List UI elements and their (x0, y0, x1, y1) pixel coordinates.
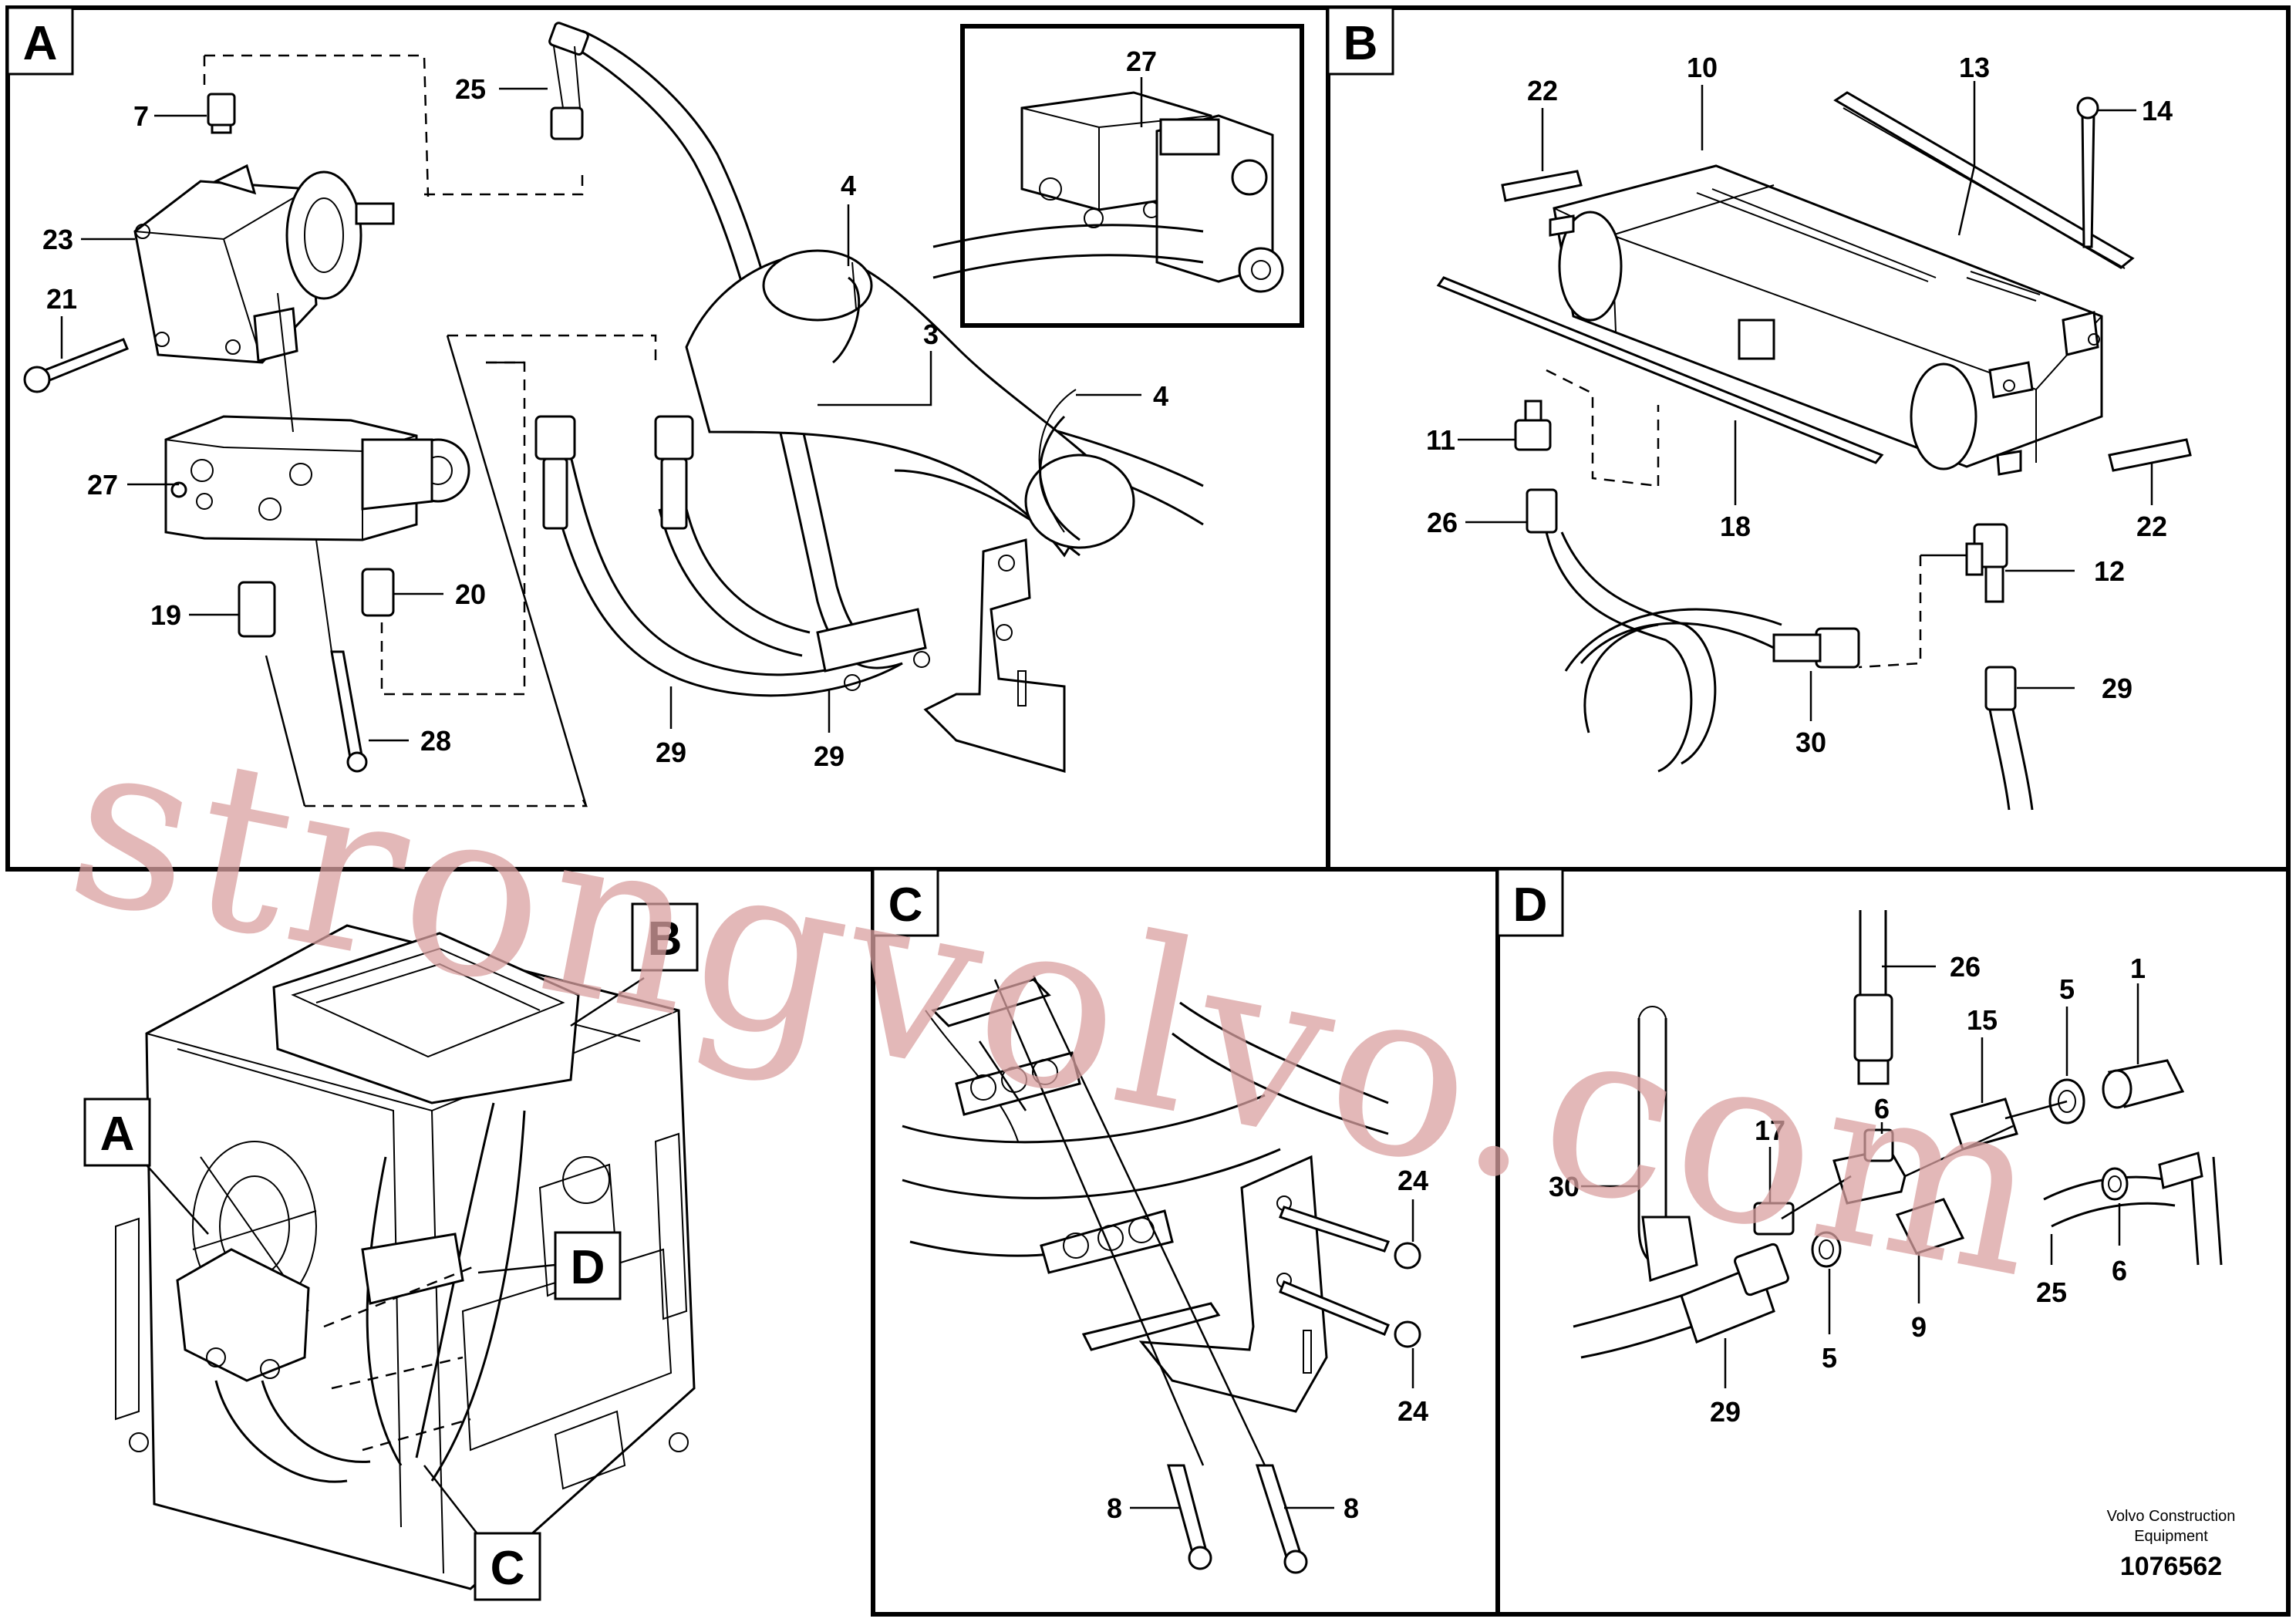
footer-line2: Equipment (2134, 1528, 2208, 1545)
overview-tag-d[interactable]: D (554, 1231, 622, 1300)
callout-b-18: 18 (1720, 511, 1751, 542)
callout-a-28: 28 (420, 725, 451, 757)
callout-b-12: 12 (2094, 555, 2125, 587)
callout-d-6-bottom: 6 (2112, 1255, 2127, 1286)
panel-a-letter: A (23, 17, 58, 70)
callout-b-22-top: 22 (1527, 75, 1558, 106)
panel-c-drawing (902, 975, 1421, 1574)
overview-tag-b-letter: B (648, 912, 683, 966)
callout-b-26: 26 (1427, 507, 1458, 538)
overview-tags: B A D C (83, 902, 699, 1601)
callout-a-19: 19 (150, 599, 181, 631)
callout-d-29: 29 (1710, 1396, 1741, 1428)
callout-d-26: 26 (1950, 951, 1981, 983)
cooler-box-10 (1549, 164, 2103, 476)
callout-a-27: 27 (87, 469, 118, 501)
machine-overview (115, 924, 696, 1590)
footer-number: 1076562 (2120, 1552, 2222, 1581)
panel-c-tag[interactable]: C (872, 868, 939, 937)
panel-c-letter: C (888, 878, 923, 932)
inset-valve-27 (1020, 91, 1284, 293)
callout-a-27-inset: 27 (1126, 46, 1157, 77)
bracket-a (816, 538, 1066, 773)
callout-b-30: 30 (1795, 727, 1826, 758)
callout-c-24-bottom: 24 (1397, 1395, 1428, 1427)
overview-tag-a[interactable]: A (83, 1098, 151, 1167)
callout-a-4-top: 4 (841, 170, 856, 201)
overview-tag-a-letter: A (100, 1108, 135, 1161)
callout-d-5-bottom: 5 (1822, 1342, 1837, 1374)
callout-a-21: 21 (46, 283, 77, 315)
hydraulic-motor-23 (23, 93, 395, 393)
footer-block: Volvo Construction Equipment 1076562 (2107, 1508, 2236, 1581)
panel-c-callouts: 24 24 8 8 (1107, 1165, 1428, 1524)
panel-d-frame (1495, 867, 2291, 1617)
footer-line1: Volvo Construction (2107, 1508, 2236, 1525)
callout-b-29: 29 (2102, 673, 2132, 704)
callout-b-13: 13 (1959, 52, 1990, 83)
callout-a-7: 7 (133, 100, 149, 132)
pipe-3 (685, 249, 1135, 558)
panel-a-tag[interactable]: A (6, 6, 74, 76)
panel-a-callouts: 25 7 23 21 27 19 20 28 29 29 4 4 3 27 (42, 46, 1168, 772)
callout-d-15: 15 (1967, 1004, 1998, 1036)
callout-d-17: 17 (1755, 1114, 1785, 1146)
callout-d-9: 9 (1911, 1311, 1927, 1343)
valve-block-27 (164, 292, 470, 773)
callout-a-23: 23 (42, 224, 73, 255)
callout-c-8-right: 8 (1344, 1492, 1359, 1524)
callout-d-1: 1 (2130, 953, 2146, 984)
callout-c-8-left: 8 (1107, 1492, 1122, 1524)
panel-d-drawing (1573, 910, 2223, 1359)
callout-d-25: 25 (2036, 1276, 2067, 1308)
panel-d-letter: D (1513, 878, 1548, 932)
callout-d-5-top: 5 (2059, 973, 2075, 1005)
overview-tag-d-letter: D (571, 1241, 605, 1294)
panel-a-drawing (23, 22, 1304, 808)
overview-tag-b[interactable]: B (631, 902, 699, 972)
callout-a-4-right: 4 (1153, 380, 1168, 412)
callout-a-29-left: 29 (656, 737, 686, 768)
overview-tag-c-letter: C (491, 1542, 525, 1595)
callout-b-10: 10 (1687, 52, 1718, 83)
callout-c-24-top: 24 (1397, 1165, 1428, 1196)
overview-tag-c[interactable]: C (474, 1532, 541, 1601)
panel-d-callouts: 26 1 5 15 17 6 30 25 6 9 5 29 (1549, 951, 2146, 1428)
callout-b-22-bottom: 22 (2136, 511, 2167, 542)
callout-a-20: 20 (455, 578, 486, 610)
panel-d-tag[interactable]: D (1496, 868, 1564, 937)
callout-b-11: 11 (1426, 424, 1455, 456)
callout-d-30: 30 (1549, 1171, 1580, 1202)
panel-b-letter: B (1344, 17, 1378, 70)
callout-d-6-top: 6 (1874, 1093, 1890, 1125)
panel-b-callouts: 22 10 13 14 11 26 18 22 12 29 30 (1426, 52, 2173, 758)
panel-b-drawing (1436, 91, 2192, 811)
callout-b-14: 14 (2142, 95, 2173, 126)
panel-b-tag[interactable]: B (1327, 6, 1394, 76)
callout-a-3: 3 (923, 319, 939, 350)
callout-a-29-right: 29 (814, 740, 845, 772)
callout-a-25: 25 (455, 73, 486, 105)
